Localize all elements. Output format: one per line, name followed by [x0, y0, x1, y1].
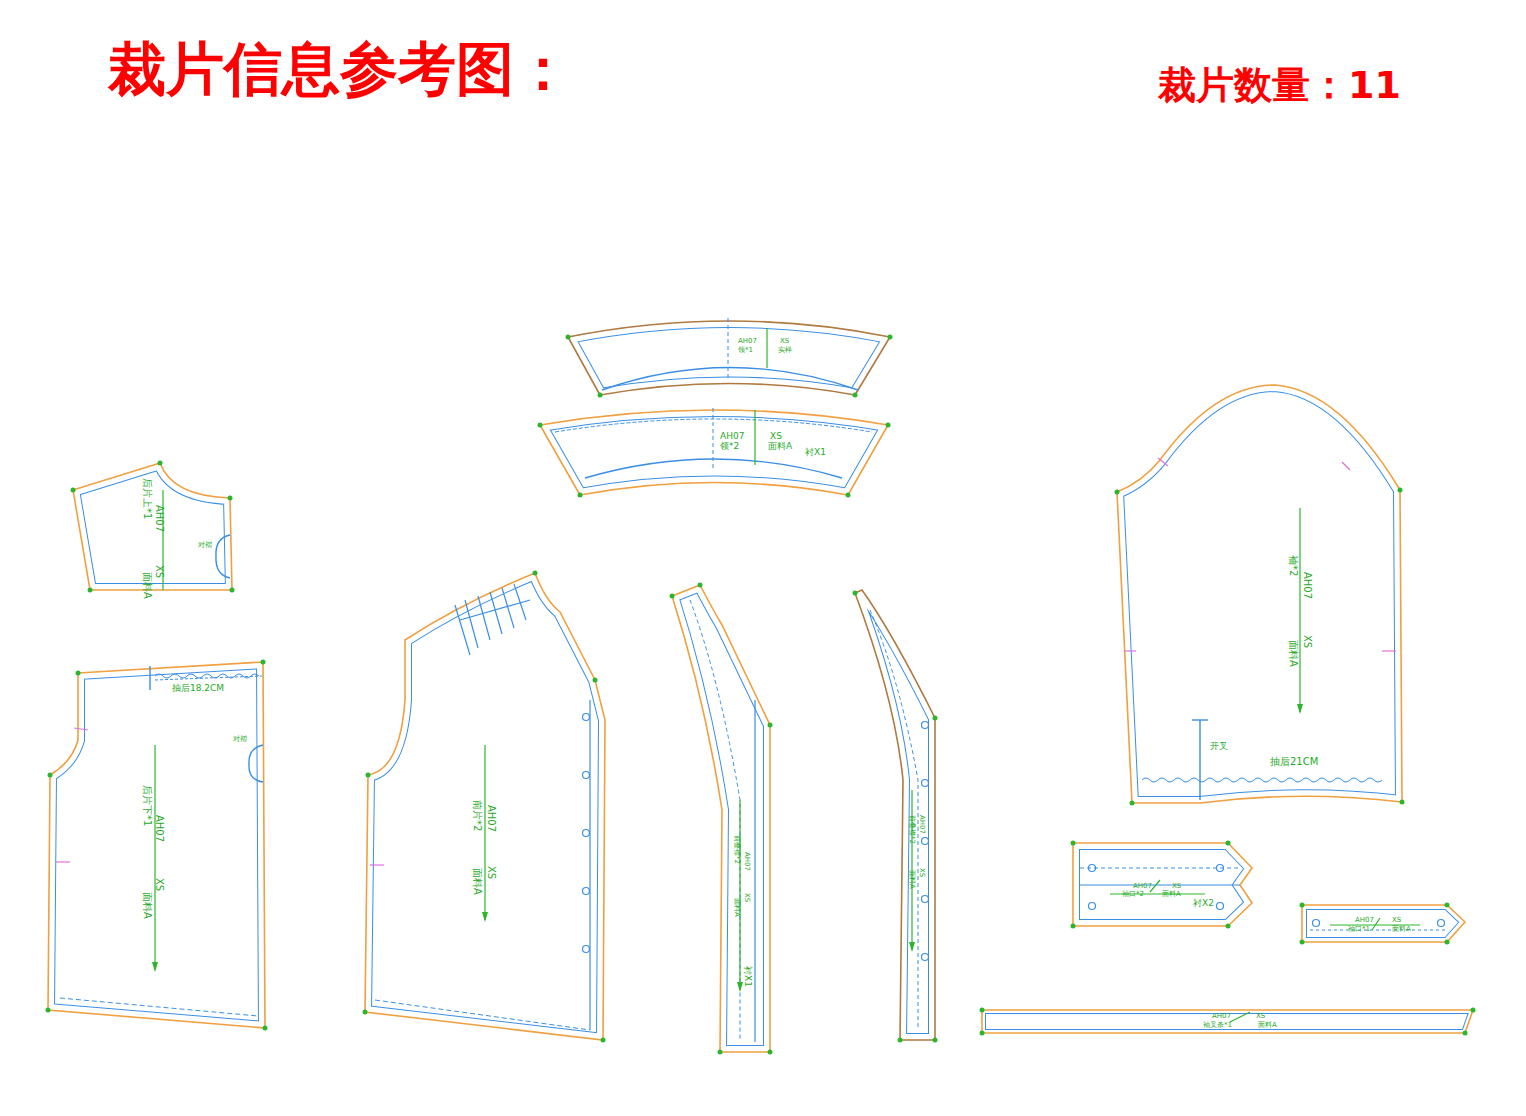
piece-label: 领*2 — [720, 442, 739, 451]
piece-label: 面料A — [908, 870, 915, 889]
piece-label: 前片*2 — [472, 800, 482, 831]
piece-label: 后片上*1 — [142, 478, 152, 519]
piece-label: 面料A — [1392, 926, 1411, 933]
piece-label: 衬X1 — [743, 966, 752, 987]
piece-label: 面料A — [142, 892, 152, 919]
piece-label: AH07 — [1133, 883, 1152, 890]
piece-label: AH07 — [1355, 917, 1374, 924]
piece-label: 前叠襟*2 — [733, 835, 740, 864]
piece-label: 领*1 — [738, 347, 753, 354]
piece-label: 面料A — [1162, 891, 1181, 898]
piece-label: XS — [743, 893, 750, 902]
piece-label: AH07 — [154, 815, 164, 842]
piece-label: 面料A — [142, 572, 152, 599]
piece-label: XS — [918, 868, 925, 877]
piece-label: AH07 — [154, 505, 164, 532]
piece-label: AH07 — [743, 852, 750, 871]
piece-label: XS — [770, 432, 782, 441]
piece-label: XS — [154, 565, 164, 578]
piece-label: 袖口*1 — [1348, 926, 1370, 933]
piece-label: AH07 — [918, 815, 925, 834]
piece-label: 袖叉条*1 — [1203, 1022, 1232, 1029]
piece-label: 开叉 — [1210, 742, 1228, 751]
piece-label: 抽后18.2CM — [172, 684, 224, 693]
piece-label: XS — [1256, 1013, 1265, 1020]
piece-label: XS — [1302, 635, 1312, 648]
piece-label: 前叠襟*2 — [908, 815, 915, 844]
piece-label: AH07 — [486, 805, 496, 832]
piece-label: AH07 — [1212, 1013, 1231, 1020]
piece-label: 实样 — [778, 347, 792, 354]
piece-label: 后片下*1 — [142, 785, 152, 826]
piece-label: 面料A — [1258, 1022, 1277, 1029]
piece-label: AH07 — [720, 432, 744, 441]
piece-label: AH07 — [738, 338, 757, 345]
piece-label: 袖*2 — [1288, 555, 1298, 576]
piece-label: 抽后21CM — [1270, 757, 1318, 767]
piece-label: 对褶 — [198, 542, 212, 549]
page-title: 裁片信息参考图： — [108, 40, 572, 98]
piece-label: 衬X2 — [1193, 899, 1214, 908]
piece-label: XS — [780, 338, 789, 345]
piece-label: 面料A — [1288, 640, 1298, 667]
piece-label: 袖口*2 — [1122, 891, 1144, 898]
piece-label: XS — [486, 866, 496, 879]
piece-label: XS — [1172, 883, 1181, 890]
piece-label: 面料A — [733, 898, 740, 917]
piece-label: XS — [154, 878, 164, 891]
piece-label: 衬X1 — [805, 448, 826, 457]
piece-count: 裁片数量：11 — [1158, 66, 1401, 104]
piece-label: 面料A — [768, 442, 792, 451]
piece-label: 面料A — [472, 868, 482, 895]
piece-label: 对褶 — [233, 736, 247, 743]
piece-label: XS — [1392, 917, 1401, 924]
piece-label: AH07 — [1302, 572, 1312, 599]
